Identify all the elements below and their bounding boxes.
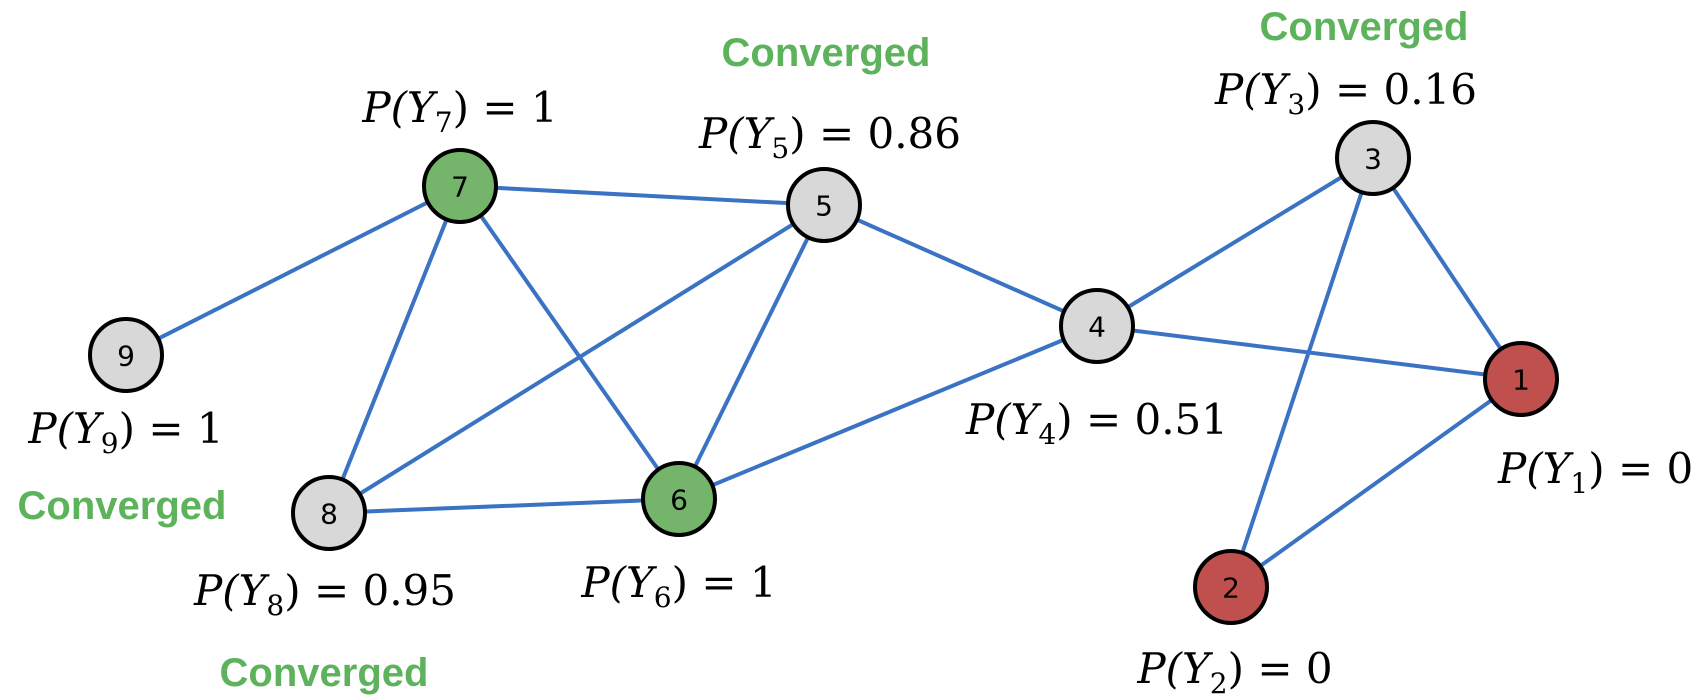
node-label: 5 [815, 190, 833, 223]
edge-5-8 [327, 203, 826, 515]
node-label: 9 [117, 340, 135, 373]
node-label: 2 [1222, 572, 1240, 605]
node-circle [422, 148, 498, 224]
edge-7-9 [125, 184, 461, 357]
edge-6-4 [678, 324, 1098, 501]
node-circle [641, 461, 717, 537]
node-circle [88, 317, 164, 393]
probability-label-4: P(Y4) = 0.51 [965, 395, 1228, 451]
node-circle [1193, 549, 1269, 625]
status-label-converged-3: Converged [1260, 5, 1469, 49]
node-circle [786, 167, 862, 243]
probability-value: ) = 0 [1228, 644, 1333, 693]
edge-1-2 [1229, 377, 1523, 589]
probability-subscript: 5 [771, 132, 789, 165]
probability-label-3: P(Y3) = 0.16 [1214, 65, 1477, 121]
probability-prefix: P(Y [361, 83, 439, 132]
probability-prefix: P(Y [1497, 444, 1575, 493]
node-2: 2 [1193, 549, 1269, 625]
edge-5-4 [823, 203, 1098, 328]
node-1: 1 [1483, 341, 1559, 417]
edge-4-3 [1095, 156, 1375, 328]
probability-labels: P(Y1) = 0P(Y2) = 0P(Y3) = 0.16P(Y4) = 0.… [27, 65, 1693, 700]
node-6: 6 [641, 461, 717, 537]
status-label-converged-8: Converged [220, 651, 429, 695]
node-4: 4 [1059, 288, 1135, 364]
probability-subscript: 3 [1287, 88, 1305, 121]
probability-label-8: P(Y8) = 0.95 [193, 566, 456, 622]
node-label: 3 [1364, 143, 1382, 176]
edge-3-2 [1229, 157, 1375, 588]
node-3: 3 [1335, 120, 1411, 196]
probability-value: ) = 1 [119, 404, 224, 453]
status-label-converged-9: Converged [18, 484, 227, 528]
probability-prefix: P(Y [1136, 644, 1214, 693]
node-circle [291, 475, 367, 551]
edge-7-8 [327, 185, 462, 514]
probability-value: ) = 0.86 [789, 109, 961, 158]
nodes: 1 2 3 4 5 6 7 8 9 [88, 120, 1559, 625]
probability-label-6: P(Y6) = 1 [580, 558, 776, 614]
edge-5-6 [677, 204, 826, 500]
node-9: 9 [88, 317, 164, 393]
probability-label-1: P(Y1) = 0 [1497, 444, 1693, 500]
edge-3-1 [1371, 156, 1523, 381]
probability-prefix: P(Y [580, 558, 658, 607]
probability-prefix: P(Y [27, 404, 105, 453]
probability-subscript: 6 [654, 581, 672, 614]
node-label: 7 [451, 171, 469, 204]
probability-value: ) = 1 [453, 83, 558, 132]
probability-subscript: 8 [266, 589, 284, 622]
probability-value: ) = 1 [672, 558, 777, 607]
node-circle [1335, 120, 1411, 196]
edges [125, 156, 1523, 589]
node-label: 1 [1512, 364, 1530, 397]
probability-label-9: P(Y9) = 1 [27, 404, 223, 460]
probability-prefix: P(Y [1214, 65, 1292, 114]
node-label: 8 [320, 498, 338, 531]
node-label: 4 [1088, 311, 1106, 344]
node-5: 5 [786, 167, 862, 243]
probability-subscript: 1 [1570, 467, 1588, 500]
probability-subscript: 2 [1210, 667, 1228, 700]
probability-prefix: P(Y [193, 566, 271, 615]
node-label: 6 [670, 484, 688, 517]
probability-label-5: P(Y5) = 0.86 [698, 109, 961, 165]
edge-8-6 [328, 497, 680, 515]
probability-prefix: P(Y [698, 109, 776, 158]
node-circle [1059, 288, 1135, 364]
probability-subscript: 4 [1038, 418, 1056, 451]
probability-value: ) = 0.51 [1056, 395, 1228, 444]
probability-value: ) = 0 [1588, 444, 1693, 493]
node-circle [1483, 341, 1559, 417]
node-8: 8 [291, 475, 367, 551]
probability-prefix: P(Y [965, 395, 1043, 444]
probability-label-7: P(Y7) = 1 [361, 83, 557, 139]
edge-7-5 [459, 184, 825, 207]
probability-label-2: P(Y2) = 0 [1136, 644, 1332, 700]
probability-value: ) = 0.95 [284, 566, 456, 615]
probability-subscript: 7 [435, 106, 453, 139]
node-7: 7 [422, 148, 498, 224]
edge-7-6 [458, 184, 681, 501]
status-label-converged-5: Converged [722, 31, 931, 75]
probability-subscript: 9 [101, 427, 119, 460]
probability-value: ) = 0.16 [1305, 65, 1477, 114]
